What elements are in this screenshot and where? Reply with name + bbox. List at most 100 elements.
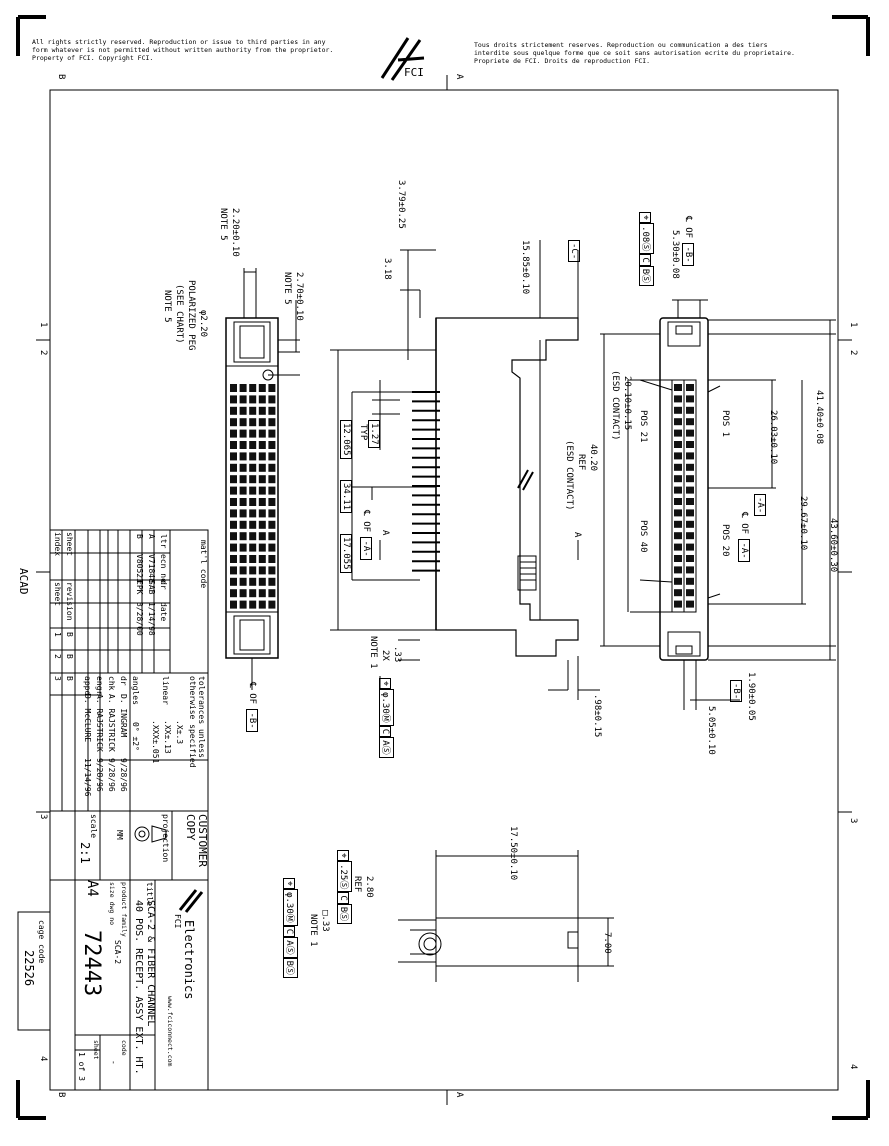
tol-angles-label: angles: [131, 676, 140, 705]
contact-cell: [258, 406, 266, 415]
tol-xxx: .XXX±.051: [151, 720, 160, 764]
dim-17-055-box: 17.055: [340, 534, 352, 573]
contact-cell: [230, 555, 237, 563]
contact-cell-right: [674, 486, 682, 494]
customer-copy: CUSTOMER COPY: [184, 814, 209, 867]
peg-note: NOTE 5: [162, 290, 172, 323]
contact-cell: [268, 441, 276, 449]
dim-3-18: 3.18: [382, 258, 392, 280]
centerline-a-right: ℄ OF -A-: [738, 512, 750, 562]
contact-cell: [268, 384, 276, 392]
rev-col-dr: dr: [159, 580, 168, 590]
peg-diameter: φ2.20: [198, 310, 208, 338]
contact-cell: [268, 589, 276, 598]
rev-letter-1: B: [65, 632, 74, 637]
dim-20-10: 20.10±0.15: [622, 376, 632, 431]
cage-code: 22526: [22, 950, 36, 987]
row-marker-2-left: 2: [38, 350, 48, 356]
product-family-label: product family: [120, 882, 128, 937]
contact-cell: [239, 418, 247, 427]
rev-ecn: V80523: [135, 554, 144, 583]
pos-20: POS 20: [720, 524, 730, 557]
dim-17-055: 17.055: [340, 534, 352, 573]
contact-cell: [258, 566, 266, 575]
contact-cell: [230, 498, 237, 506]
contact-cell: [249, 520, 257, 529]
centerline-b-right: ℄ OF -B-: [682, 216, 694, 266]
dim-12-065: 12.065: [340, 420, 352, 459]
contact-cell: [268, 418, 276, 427]
contact-cell: [258, 543, 266, 552]
sheet-num-3: 3: [53, 676, 62, 681]
mat-code-label: mat'l code: [199, 540, 208, 589]
contact-cell-right: [674, 589, 682, 597]
contact-cell: [249, 418, 257, 427]
contact-cell: [258, 429, 266, 438]
contact-cell: [230, 520, 237, 529]
datum-b-right: -B-: [682, 243, 694, 266]
row-marker-4-left: 4: [38, 1056, 48, 1062]
fcf-datum-c: C: [639, 254, 651, 266]
contact-cell-right: [674, 543, 682, 551]
zone-marker-b-top: B: [56, 74, 66, 80]
sheet-label-tb: sheet: [92, 1040, 100, 1060]
contact-cell-right: [686, 406, 694, 414]
contact-cell: [258, 418, 266, 427]
contact-cell: [239, 406, 247, 415]
contact-cell: [239, 509, 247, 518]
zone-marker-a-top: A: [454, 74, 464, 80]
contact-cell: [230, 589, 237, 598]
feature-control-frame-end-2: ⌖φ.30ⓂCAⓈBⓈ: [283, 878, 298, 979]
contact-cell: [230, 475, 237, 484]
datum-a-right: -A-: [754, 494, 766, 517]
product-family: SCA-2: [113, 940, 122, 965]
contact-cell: [239, 441, 247, 449]
centerline-prefix: ℄ OF: [361, 510, 371, 533]
contact-cell: [258, 486, 266, 495]
dim-0-33: .33: [392, 646, 402, 663]
contact-cell: [268, 463, 276, 472]
revision-row-a: AV71848SAB1/14/98: [147, 534, 156, 636]
contact-cell: [268, 577, 276, 586]
contact-cell: [239, 555, 247, 563]
contact-cell-right: [686, 418, 694, 426]
contact-cell-right: [686, 429, 694, 437]
contact-cell: [230, 600, 237, 609]
signer-role: appd: [83, 676, 92, 696]
contact-cell: [239, 498, 247, 506]
signer-name: D. INGRAM: [119, 694, 128, 738]
contact-cell: [268, 395, 276, 404]
contact-cell: [230, 543, 237, 552]
contact-cell: [249, 532, 257, 541]
fcf-datum-a: AⓈ: [379, 737, 394, 758]
contact-cell: [268, 406, 276, 415]
contact-cell: [239, 463, 247, 472]
title-line-2: 40 POS. RECEPT. ASSY EXT. HT.: [133, 900, 144, 1075]
centerline-a-side: ℄ OF -A-: [360, 510, 372, 560]
contact-cell-right: [674, 406, 682, 414]
contact-cell: [249, 475, 257, 484]
position-icon: ⌖: [639, 212, 651, 224]
dim-2-70-note: NOTE 5: [282, 272, 292, 305]
copyright-en-line: Property of FCI. Copyright FCI.: [32, 54, 154, 62]
signer-name: D. McCLURE: [83, 694, 92, 743]
pitch-box: 1.27: [368, 420, 380, 448]
scale-label: scale: [89, 814, 98, 839]
contact-cell: [249, 452, 257, 461]
tol-xx: .XX±.13: [163, 720, 172, 754]
index-label: index: [53, 532, 62, 557]
contact-cell: [258, 600, 266, 609]
tol-x: .X±.3: [175, 720, 184, 745]
contact-cell-right: [674, 555, 682, 562]
dim-2-80: 2.80: [364, 876, 374, 898]
tol-linear-label: linear: [161, 676, 170, 705]
signer-date: 11/14/96: [83, 758, 92, 797]
copyright-fr-line: Propriete de FCI. Droits de reproduction…: [474, 57, 651, 65]
signer-date: 9/28/96: [95, 758, 104, 792]
copyright-fr-line: Tous droits strictement reserves. Reprod…: [474, 41, 768, 49]
fcf-datum-b: BⓈ: [283, 957, 298, 979]
ref-label: REF: [576, 454, 586, 471]
contact-cell: [239, 384, 247, 392]
dim-1-27: 1.27: [368, 420, 380, 448]
contact-cell: [268, 486, 276, 495]
